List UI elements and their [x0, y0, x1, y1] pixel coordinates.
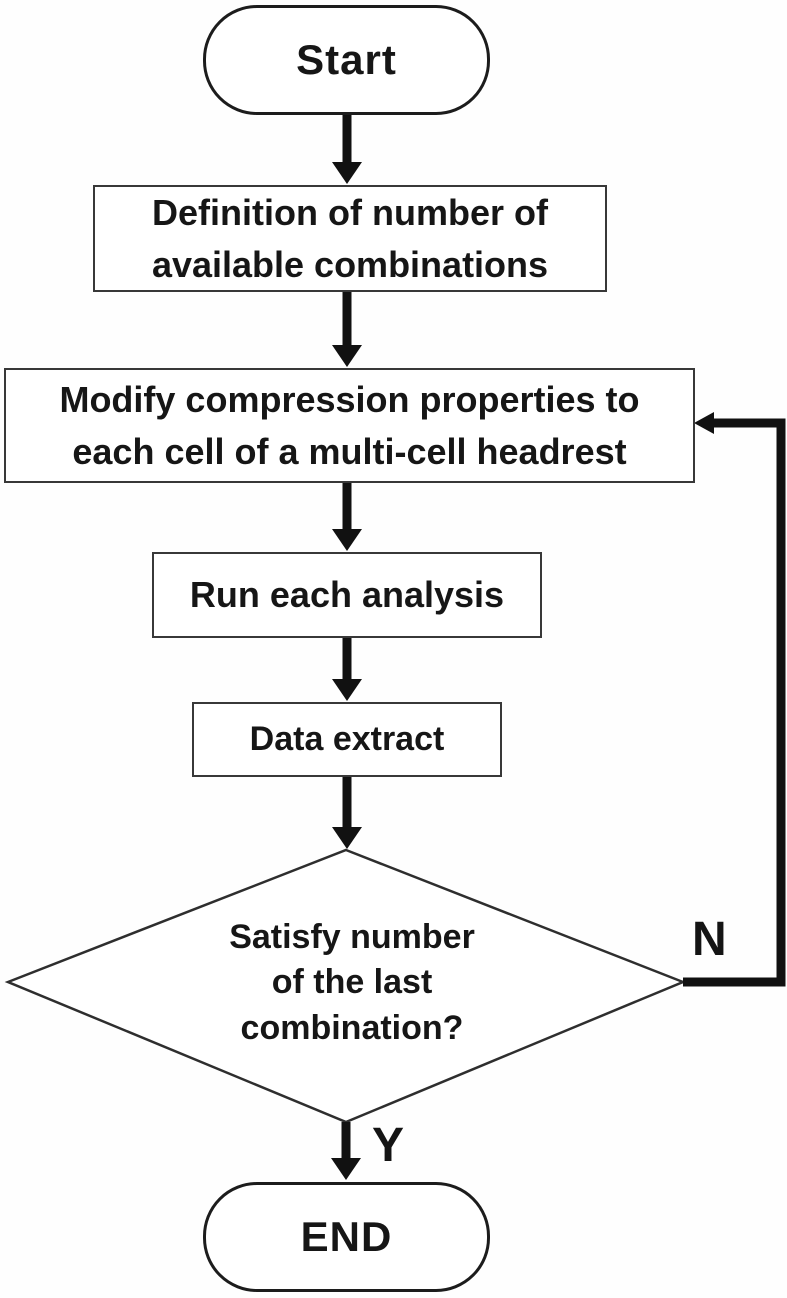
arrow-extract-to-decision [332, 777, 362, 849]
process-definition-node: Definition of number of available combin… [93, 185, 607, 292]
process-run-node: Run each analysis [152, 552, 542, 638]
end-node: END [203, 1182, 490, 1292]
process-modify-label: Modify compression properties to each ce… [59, 379, 640, 472]
process-run-label: Run each analysis [189, 574, 505, 615]
arrow-modify-to-run [332, 483, 362, 551]
process-extract-label: Data extract [249, 720, 445, 758]
process-modify-node: Modify compression properties to each ce… [4, 368, 695, 483]
branch-label-yes: Y [372, 1119, 405, 1172]
arrow-definition-to-modify [332, 292, 362, 367]
arrow-start-to-definition [332, 113, 362, 184]
branch-label-no: N [692, 913, 727, 966]
feedback-loop-no-path [683, 412, 786, 987]
process-definition-label: Definition of number of available combin… [151, 192, 549, 285]
arrow-run-to-extract [332, 638, 362, 701]
start-node: Start [203, 5, 490, 115]
start-node-label: Start [296, 36, 397, 83]
arrow-decision-to-end [331, 1122, 361, 1180]
process-extract-node: Data extract [192, 702, 502, 777]
end-node-label: END [300, 1213, 393, 1260]
decision-node-label: Satisfy number of the last combination? [229, 918, 475, 1047]
